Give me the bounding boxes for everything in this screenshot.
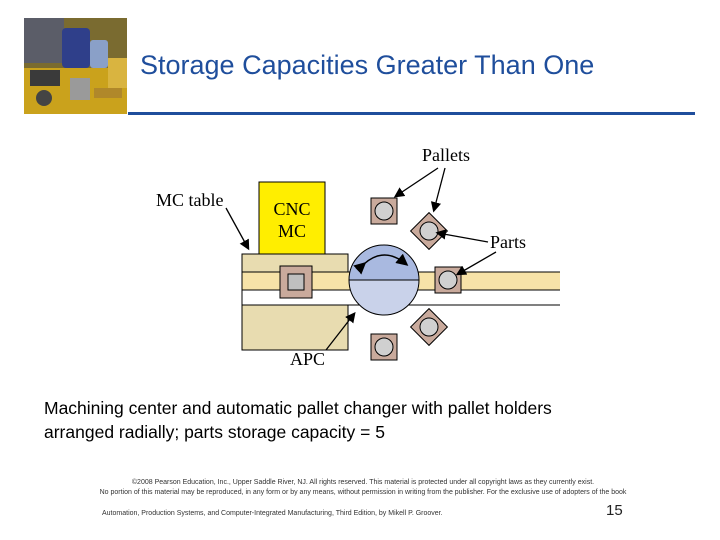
pallets-arrow-1 [393, 167, 439, 198]
mc-table-label: MC table [156, 190, 224, 210]
pallet-changer-diagram: CNC MC [140, 138, 568, 378]
caption-line-2: arranged radially; parts storage capacit… [44, 422, 385, 442]
slide-caption: Machining center and automatic pallet ch… [44, 396, 684, 444]
corner-photo [24, 18, 127, 114]
pallet-holder-lower-right [409, 307, 449, 347]
parts-label: Parts [490, 232, 526, 252]
rotation-arrow-icon [353, 253, 409, 275]
pallet-holder-top [370, 197, 398, 225]
pallets-arrow-2 [430, 167, 446, 213]
cnc-label: CNC [273, 199, 310, 219]
circuit-board-image [24, 18, 127, 114]
parts-arrow-1 [435, 229, 489, 243]
copyright-notice: ©2008 Pearson Education, Inc., Upper Sad… [30, 478, 696, 498]
slide-title: Storage Capacities Greater Than One [140, 50, 595, 80]
parts-arrow-2 [455, 251, 497, 276]
pallets-label: Pallets [422, 145, 470, 165]
footer-book-citation: Automation, Production Systems, and Comp… [102, 510, 443, 517]
apc-label: APC [290, 349, 325, 369]
apc-arrow [325, 311, 356, 351]
pallet-holder-upper-right [409, 211, 449, 251]
caption-line-1: Machining center and automatic pallet ch… [44, 398, 552, 418]
pallet-holder-bottom [370, 333, 398, 361]
title-divider [128, 112, 695, 115]
pallet-on-table [279, 265, 313, 299]
copyright-line-2: No portion of this material may be repro… [99, 489, 627, 496]
pallet-holder-right [434, 266, 462, 294]
copyright-line-1: ©2008 Pearson Education, Inc., Upper Sad… [131, 479, 595, 486]
mc-table-arrow [225, 207, 250, 251]
page-number: 15 [606, 502, 623, 519]
mc-label: MC [278, 221, 306, 241]
